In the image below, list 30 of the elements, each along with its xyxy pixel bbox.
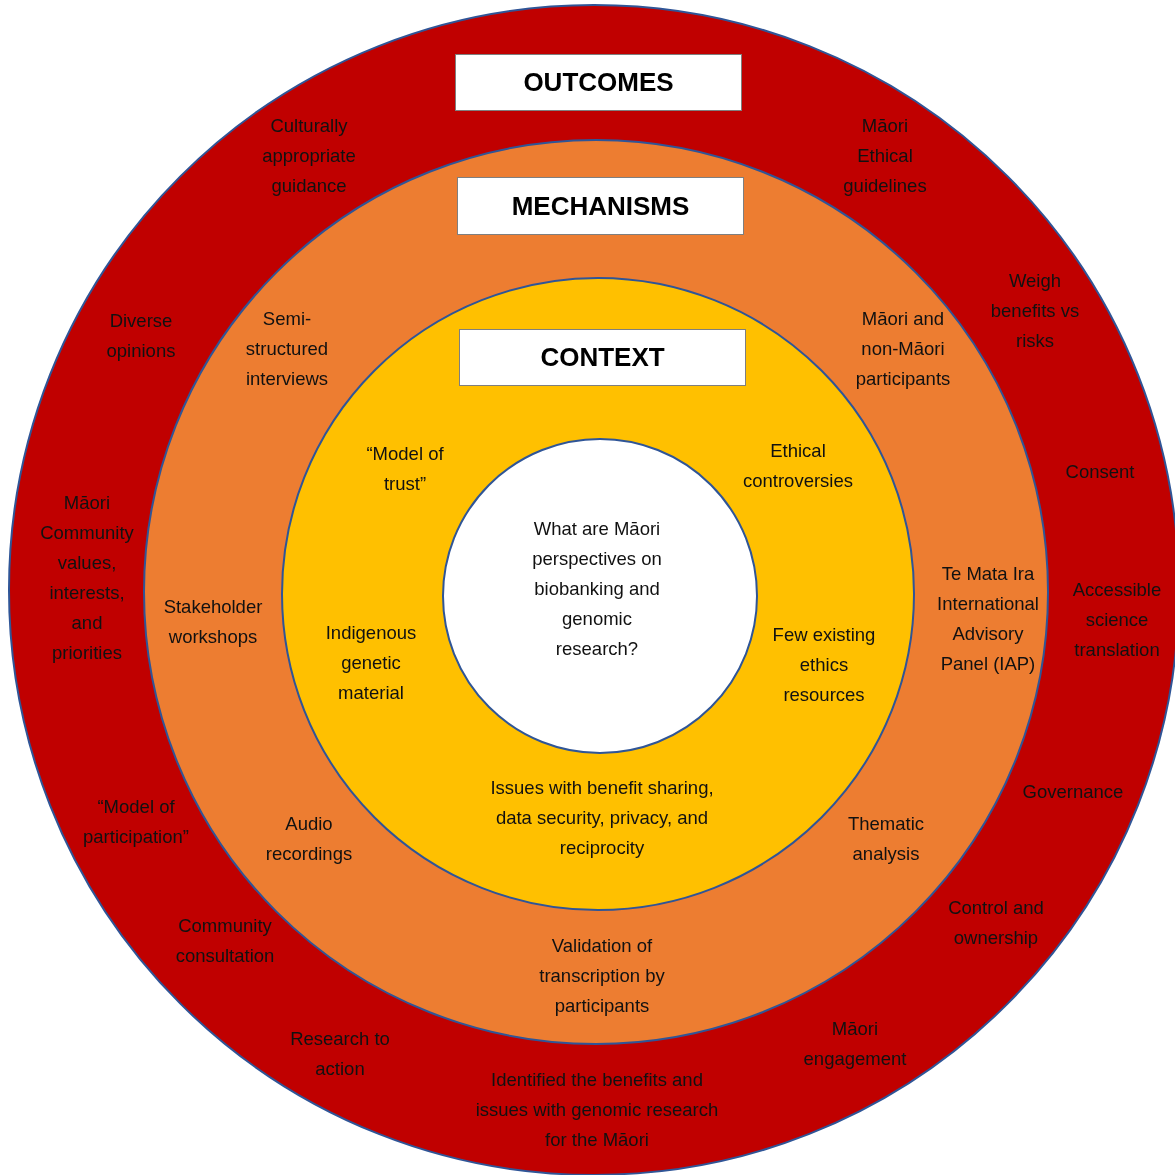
ring-text: Identified the benefits and issues with genomic research for the Māori [474,1068,720,1152]
ring-text: Governance [1021,780,1125,804]
question-text: What are Māori perspectives on biobanking and genomic research? [531,517,663,661]
ring-text: Thematic analysis [846,812,926,866]
section-header: MECHANISMS [457,177,744,235]
ring-text: Few existing ethics resources [771,623,877,707]
ring-text: Community consultation [174,914,276,968]
ring-text: Audio recordings [264,812,354,866]
ring-text: Māori Ethical guidelines [842,114,928,198]
ring-text: Stakeholder workshops [162,595,264,649]
ring-text: Issues with benefit sharing, data security, privacy, and reciprocity [489,776,715,860]
ring-text: Weigh benefits vs risks [989,269,1081,353]
ring-text: Indigenous genetic material [324,621,418,705]
ring-text: Culturally appropriate guidance [261,114,357,198]
ring-text: Māori Community values, interests, and priorities [39,491,135,665]
section-header: OUTCOMES [455,54,742,111]
ring-text: Research to action [289,1027,391,1081]
ring-text: Control and ownership [947,896,1045,950]
ring-text: “Model of participation” [82,795,190,849]
section-header: CONTEXT [459,329,746,386]
ring-text: Diverse opinions [105,309,177,363]
ring-text: “Model of trust” [365,442,445,496]
ring-text: Validation of transcription by participants [538,934,666,1018]
ring-text: Te Mata Ira International Advisory Panel (IAP) [936,562,1040,676]
ring-text: Consent [1064,460,1136,484]
ring-text: Semi-structured interviews [244,307,330,391]
ring-text: Ethical controversies [742,439,854,493]
ring-text: Māori engagement [802,1017,908,1071]
ring-text: Accessible science translation [1071,578,1163,662]
ring-text: Māori and non-Māori participants [854,307,952,391]
